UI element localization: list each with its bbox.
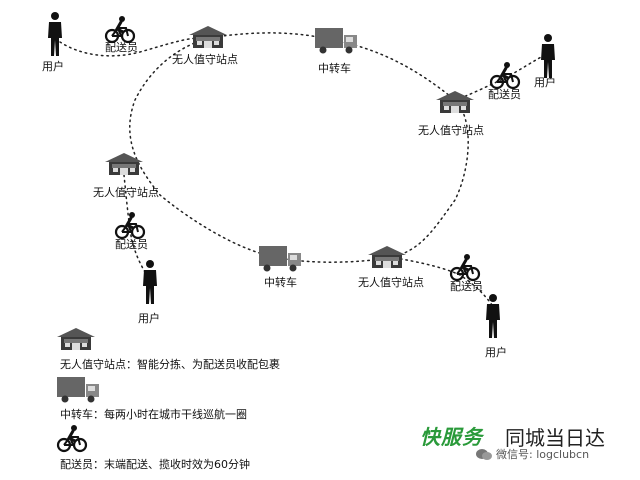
station-label: 无人值守站点 [172,53,238,66]
legend-truck-icon [57,377,99,403]
user-topleft-icon [48,12,62,56]
user-label: 用户 [138,312,160,325]
user-topright-icon [541,34,555,78]
truck-label: 中转车 [318,62,351,75]
truck-top-icon [315,28,357,54]
courier-topleft-icon [104,14,136,44]
courier-label: 配送员 [450,280,483,293]
user-label: 用户 [42,60,64,73]
station-left-icon [105,153,143,175]
brand-logo: 快服务 [420,425,483,449]
station-label: 无人值守站点 [418,124,484,137]
station-bottom-icon [368,246,406,268]
station-label: 无人值守站点 [358,276,424,289]
spur-topleft [59,37,201,57]
route-loop [129,32,469,263]
user-label: 用户 [534,76,556,89]
station-right-icon [436,91,474,113]
station-label: 无人值守站点 [93,186,159,199]
legend-truck-text: 中转车：每两小时在城市干线巡航一圈 [60,408,247,421]
legend-station-icon [57,328,95,350]
courier-bottomright-icon [449,252,481,282]
courier-topright-icon [489,60,521,90]
legend-station-text: 无人值守站点：智能分拣、为配送员收配包裹 [60,358,280,371]
courier-left-icon [114,210,146,240]
legend-courier-icon [56,423,88,453]
station-top-icon [189,26,227,48]
wechat-text: 微信号: logclubcn [496,448,590,461]
truck-label: 中转车 [264,276,297,289]
wechat-icon [476,448,492,460]
wechat-id: 微信号: logclubcn [476,446,589,462]
brand-tagline: 同城当日达 [505,426,605,450]
user-label: 用户 [485,346,507,359]
truck-bottom-icon [259,246,301,272]
user-left-icon [143,260,157,304]
courier-label: 配送员 [488,88,521,101]
courier-label: 配送员 [105,41,138,54]
legend-courier-text: 配送员：末端配送、揽收时效为60分钟 [60,458,250,471]
courier-label: 配送员 [115,238,148,251]
